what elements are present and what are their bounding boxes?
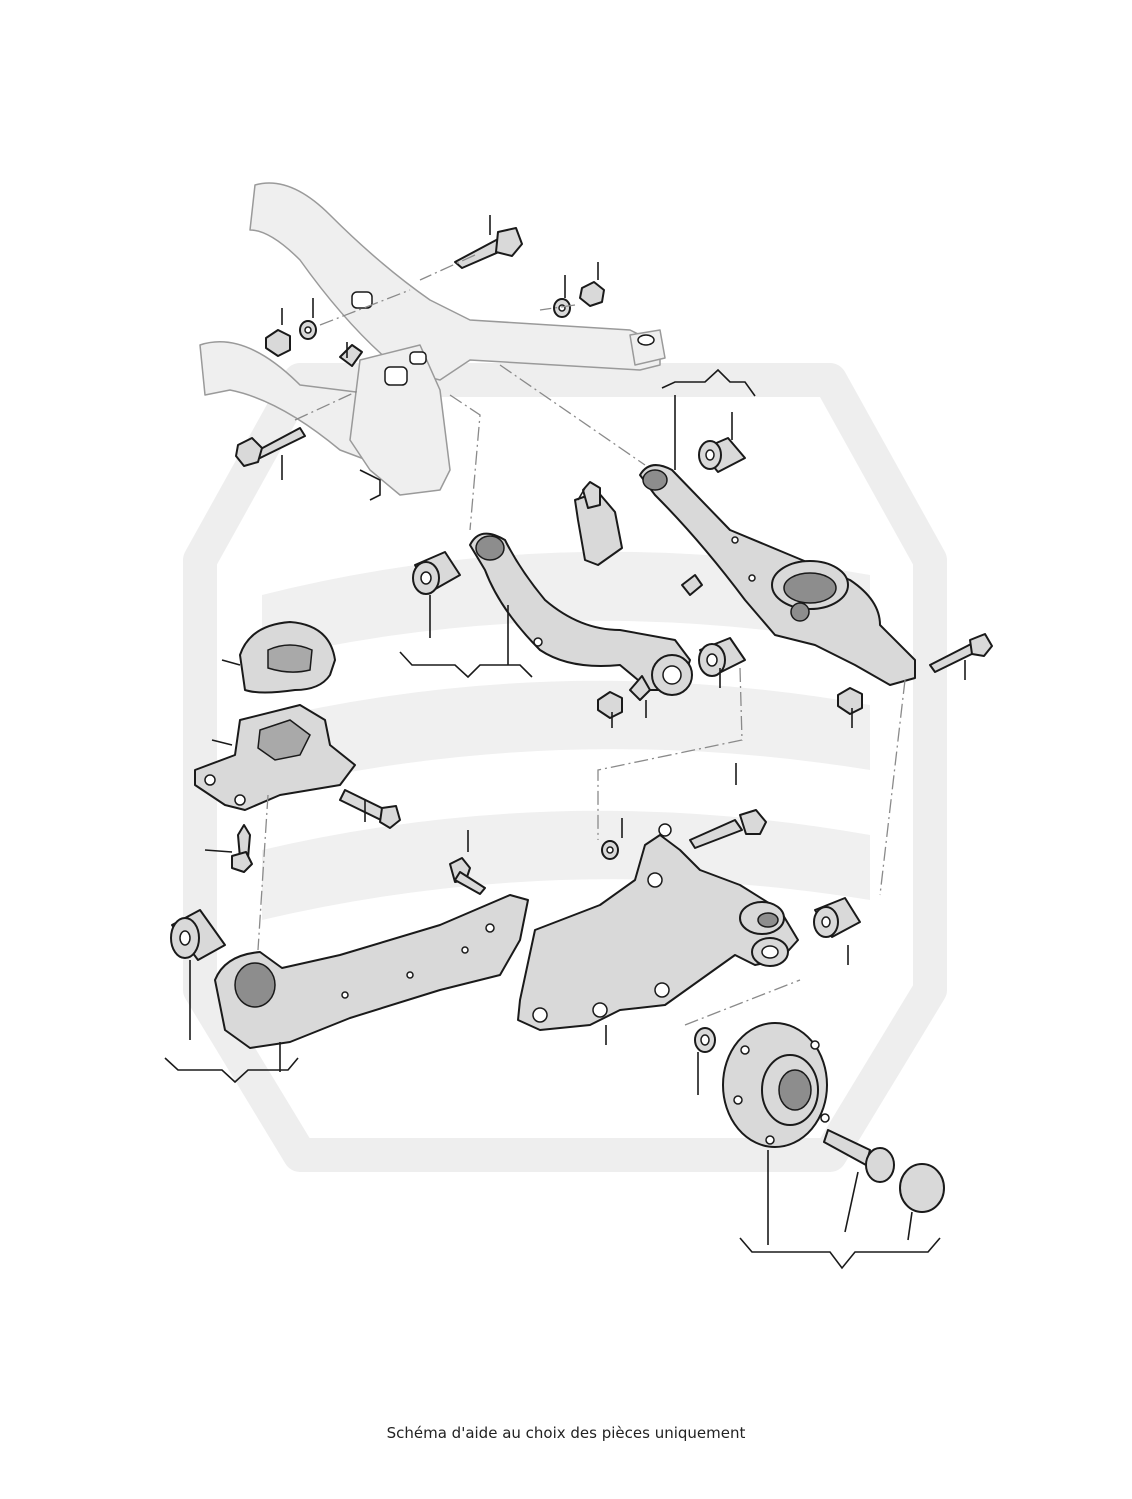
wheel-carrier xyxy=(517,809,861,1031)
lower-arm-fasteners xyxy=(837,633,993,715)
upper-arm-bushings xyxy=(412,551,746,719)
upper-control-arm xyxy=(469,532,693,696)
rear-subframe xyxy=(199,182,666,501)
spring-seat xyxy=(194,704,401,873)
trailing-arm xyxy=(170,857,529,1049)
callout-leaders xyxy=(164,215,966,1270)
assembly-lines xyxy=(257,254,906,1026)
spring-pad xyxy=(239,621,336,694)
wheel-hub-assembly xyxy=(694,1022,945,1213)
subframe-fasteners xyxy=(235,227,605,467)
diagram-caption: Schéma d'aide au choix des pièces unique… xyxy=(386,1424,746,1442)
lower-spring-arm xyxy=(639,437,916,686)
mounting-bracket xyxy=(574,481,623,566)
